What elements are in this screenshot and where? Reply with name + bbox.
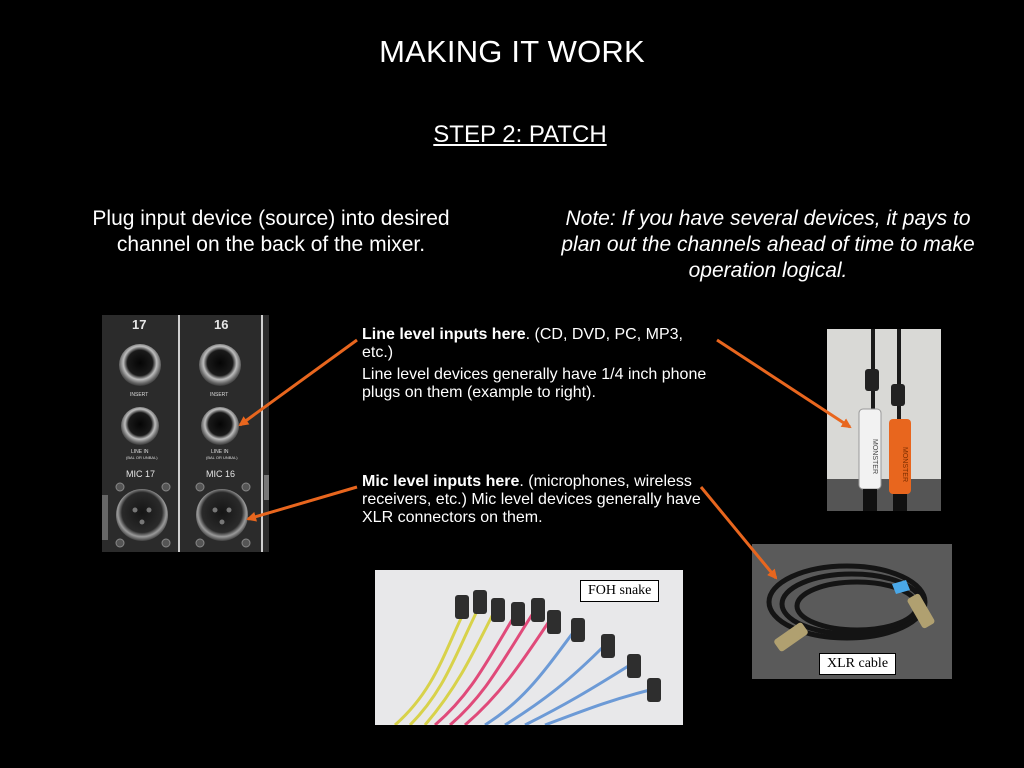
- line-in-jack-17: [121, 407, 159, 445]
- mic-16-label: MIC 16: [206, 469, 235, 479]
- mic-level-description: Mic level inputs here. (microphones, wir…: [362, 473, 707, 531]
- plug-marking-orange: MONSTER: [901, 447, 908, 482]
- channel-17-label: 17: [132, 317, 146, 332]
- insert-jack-17: [119, 344, 161, 386]
- insert-label-17: INSERT: [130, 392, 148, 398]
- plug-marking-white: MONSTER: [871, 439, 878, 474]
- bal-label-17: (BAL OR UNBAL): [126, 455, 158, 460]
- slide-title: MAKING IT WORK: [379, 34, 645, 69]
- xlr-input-16: [196, 489, 248, 541]
- channel-16-label: 16: [214, 317, 228, 332]
- phone-plug-photo: MONSTER MONSTER: [827, 329, 941, 511]
- line-in-jack-16: [201, 407, 239, 445]
- bal-label-16: (BAL OR UNBAL): [206, 455, 238, 460]
- line-in-label-16: LINE IN: [211, 449, 229, 455]
- mixer-back-panel-photo: 17 16 INSERT INSERT LINE IN (BAL OR UNBA…: [102, 315, 269, 552]
- mic-17-label: MIC 17: [126, 469, 155, 479]
- line-in-label-17: LINE IN: [131, 449, 149, 455]
- instruction-text: Plug input device (source) into desired …: [92, 207, 450, 256]
- line-level-examples: . (CD, DVD, PC, MP3, etc.): [362, 326, 683, 361]
- mic-level-detail: . (microphones, wireless receivers, etc.…: [362, 473, 701, 526]
- line-level-description: Line level inputs here. (CD, DVD, PC, MP…: [362, 326, 717, 406]
- xlr-cable-caption: XLR cable: [819, 653, 897, 675]
- planning-note: Note: If you have several devices, it pa…: [561, 207, 975, 282]
- insert-label-16: INSERT: [210, 392, 228, 398]
- xlr-input-17: [116, 489, 168, 541]
- slide-subtitle: STEP 2: PATCH: [433, 121, 607, 148]
- foh-snake-caption: FOH snake: [580, 580, 660, 602]
- insert-jack-16: [199, 344, 241, 386]
- mic-level-heading: Mic level inputs here: [362, 473, 520, 490]
- line-level-heading: Line level inputs here: [362, 326, 526, 343]
- line-level-detail: Line level devices generally have 1/4 in…: [362, 366, 707, 401]
